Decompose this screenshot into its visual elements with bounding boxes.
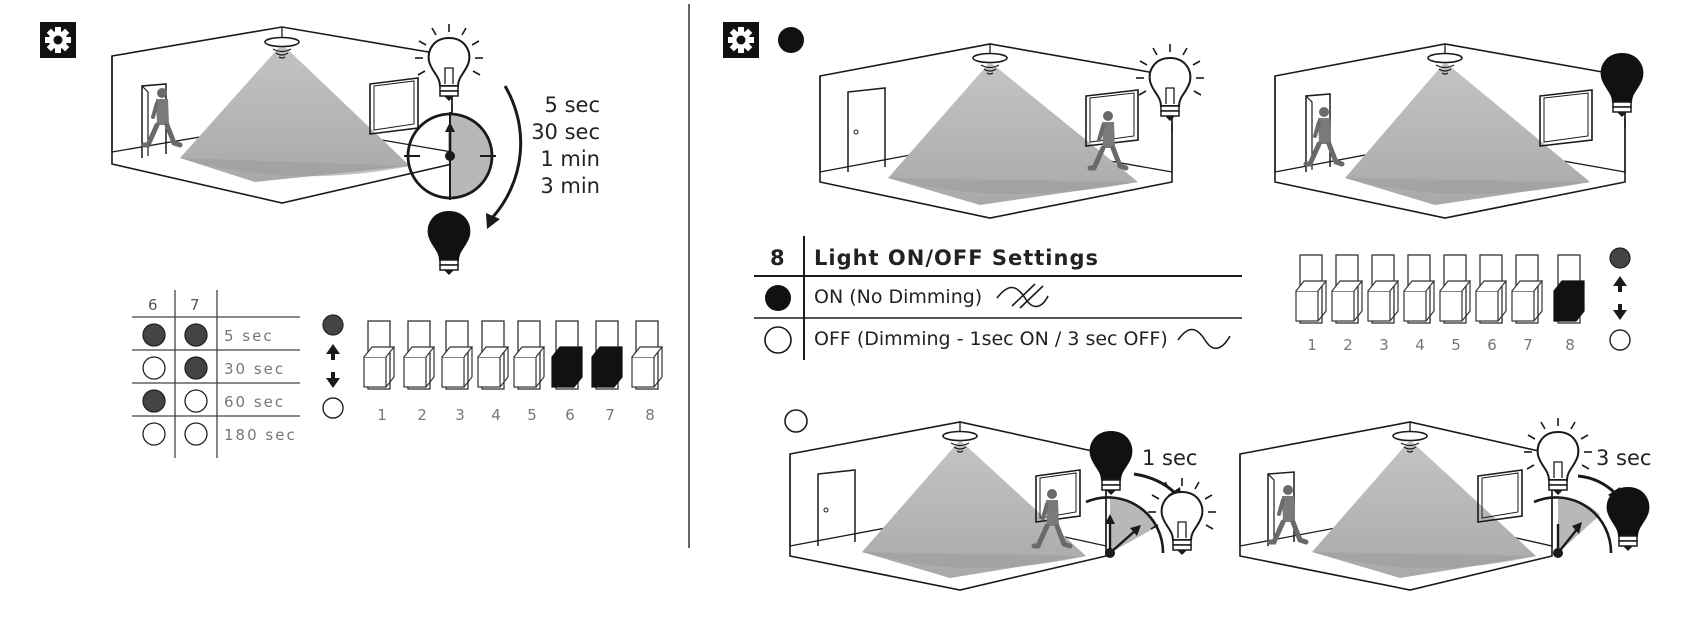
bulb-off-icon [1089,431,1133,496]
switch-number: 3 [1379,336,1389,354]
bulb-on-icon [1135,43,1205,122]
switch-number: 7 [1523,336,1533,354]
switch-number: 4 [1415,336,1425,354]
gear-icon [40,22,76,58]
timing-label: 30 sec [224,360,286,378]
switch-number: 6 [1487,336,1497,354]
dip-switch-bank [363,320,663,390]
time-label: 3 min [540,174,600,198]
room-illustration [111,26,453,204]
empty-dot-icon [784,409,808,433]
switch-number: 1 [1307,336,1317,354]
dip-switch-bank [1295,254,1585,324]
switch-number: 5 [527,406,537,424]
setting-off-text: OFF (Dimming - 1sec ON / 3 sec OFF) [814,328,1168,350]
room-illustration [789,421,1107,591]
switch-number: 6 [565,406,575,424]
filled-dot-icon [778,27,804,53]
bulb-off-icon [1606,487,1650,552]
timing-table-grid [132,290,300,458]
time-label: 5 sec [544,93,600,117]
delay-label: 1 sec [1142,446,1198,470]
timer-dial-icon [1085,496,1165,558]
bulb-on-icon [1523,417,1593,496]
delay-label: 3 sec [1596,446,1652,470]
switch-number: 7 [605,406,615,424]
switch-number: 8 [645,406,655,424]
gear-icon [723,22,759,58]
timing-label: 180 sec [224,426,297,444]
filled-dot-icon [765,285,791,311]
switch-number: 5 [1451,336,1461,354]
dimming-wave-icon [1177,328,1231,349]
switch-7-header: 7 [190,296,200,314]
empty-dot-icon [764,326,792,354]
on-off-legend [1609,247,1631,351]
setting-on-text: ON (No Dimming) [814,286,983,308]
bulb-off-icon [1600,53,1644,118]
no-dimming-wave-icon [996,283,1049,309]
switch-6-header: 6 [148,296,158,314]
settings-table-grid [754,236,1242,360]
switch-number: 8 [1565,336,1575,354]
timing-label: 60 sec [224,393,286,411]
switch-number: 4 [491,406,501,424]
timing-label: 5 sec [224,327,274,345]
switch-number: 2 [417,406,427,424]
switch-number: 1 [377,406,387,424]
settings-switch-number: 8 [770,246,786,270]
bulb-on-icon [1147,477,1217,556]
on-off-legend [322,314,344,419]
settings-title: Light ON/OFF Settings [814,246,1099,270]
timer-dial-icon [404,112,496,200]
time-label: 1 min [540,147,600,171]
switch-number: 3 [455,406,465,424]
bulb-on-icon [414,23,484,102]
room-illustration [1239,421,1553,591]
room-illustration [819,43,1173,219]
bulb-off-icon [427,211,471,276]
switch-number: 2 [1343,336,1353,354]
room-illustration [1274,43,1626,219]
time-label: 30 sec [531,120,600,144]
timing-table-dots [142,323,208,446]
timer-dial-icon [1533,496,1613,558]
